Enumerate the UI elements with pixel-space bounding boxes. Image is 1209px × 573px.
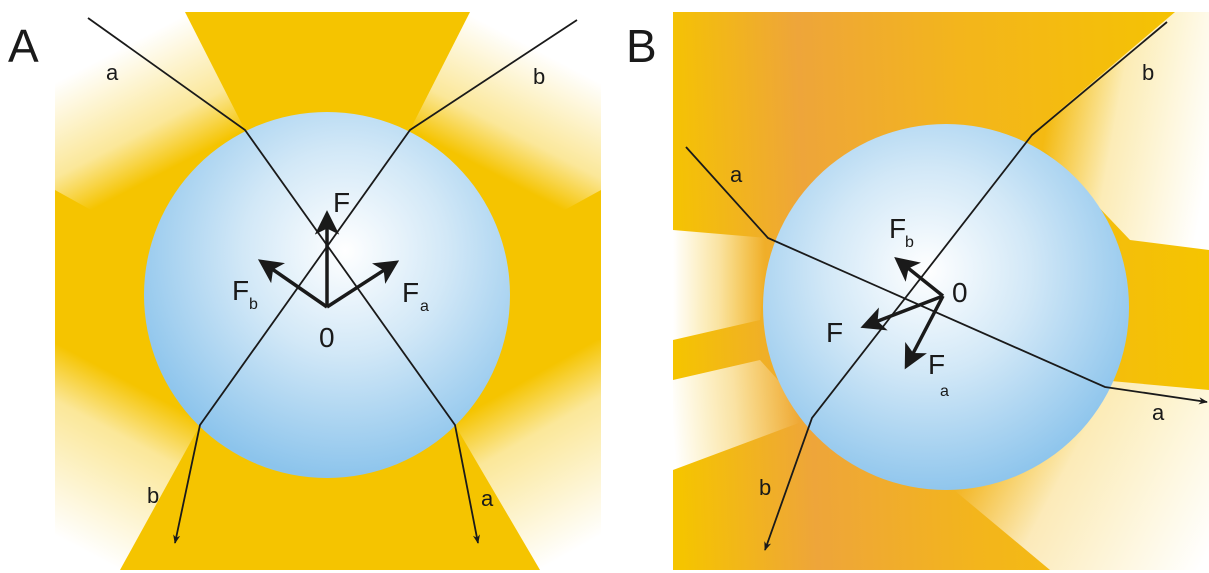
panel-a-force-fa-label: F bbox=[402, 277, 419, 308]
panel-a-bottom-left-fade bbox=[55, 330, 200, 570]
panel-a-force-fb-label: F bbox=[232, 275, 249, 306]
panel-b-force-fa-label: F bbox=[928, 349, 945, 380]
panel-a-force-fb-arrow bbox=[257, 259, 328, 309]
panel-b-force-fa-arrow bbox=[904, 295, 945, 370]
panel-a-ray-b bbox=[173, 19, 578, 544]
panel-a-top-right-fade bbox=[410, 12, 601, 240]
panel-a-force-fa-subscript: a bbox=[420, 298, 429, 315]
panel-b-bottom-left-fade bbox=[673, 360, 812, 470]
panel-a-ray-a-label-bottom: a bbox=[481, 486, 494, 511]
panel-a-ray-a bbox=[87, 17, 480, 544]
panel-a-bottom-right-fade bbox=[455, 330, 601, 570]
panel-a-force-fb-subscript: b bbox=[249, 296, 258, 313]
panel-b: B a b a b F b 0 F F a bbox=[626, 12, 1209, 570]
panel-b-force-fa-subscript: a bbox=[940, 383, 949, 400]
panel-a-ray-a-label-top: a bbox=[106, 60, 119, 85]
panel-b-force-fb-label: F bbox=[889, 213, 906, 244]
panel-b-force-f-label: F bbox=[826, 317, 843, 348]
panel-a: A a b b a F F b F a 0 bbox=[8, 12, 601, 570]
panel-a-letter: A bbox=[8, 20, 39, 72]
panel-b-force-fb-arrow bbox=[894, 256, 945, 298]
panel-a-origin-label: 0 bbox=[319, 322, 335, 353]
panel-b-letter: B bbox=[626, 20, 657, 72]
panel-b-force-f-arrow bbox=[860, 294, 944, 331]
panel-b-origin-label: 0 bbox=[952, 277, 968, 308]
panel-a-force-fa-arrow bbox=[326, 260, 400, 309]
panel-b-ray-a bbox=[685, 146, 1208, 405]
panel-b-sphere bbox=[763, 124, 1129, 490]
panel-b-force-fb-subscript: b bbox=[905, 234, 914, 251]
panel-a-force-f-label: F bbox=[333, 187, 350, 218]
panel-a-ray-b-label-top: b bbox=[533, 64, 545, 89]
panel-b-ray-b-label-top: b bbox=[1142, 60, 1154, 85]
panel-a-ray-b-label-bottom: b bbox=[147, 483, 159, 508]
panel-b-top-right-fade bbox=[1030, 12, 1209, 250]
panel-b-ray-b-label-bottom: b bbox=[759, 475, 771, 500]
panel-b-ray-a-label-right: a bbox=[1152, 400, 1165, 425]
panel-b-ray-a-label-left: a bbox=[730, 162, 743, 187]
panel-a-top-left-fade bbox=[55, 12, 245, 240]
panel-b-ray-b bbox=[764, 21, 1168, 551]
panel-b-left-fade bbox=[673, 230, 768, 340]
